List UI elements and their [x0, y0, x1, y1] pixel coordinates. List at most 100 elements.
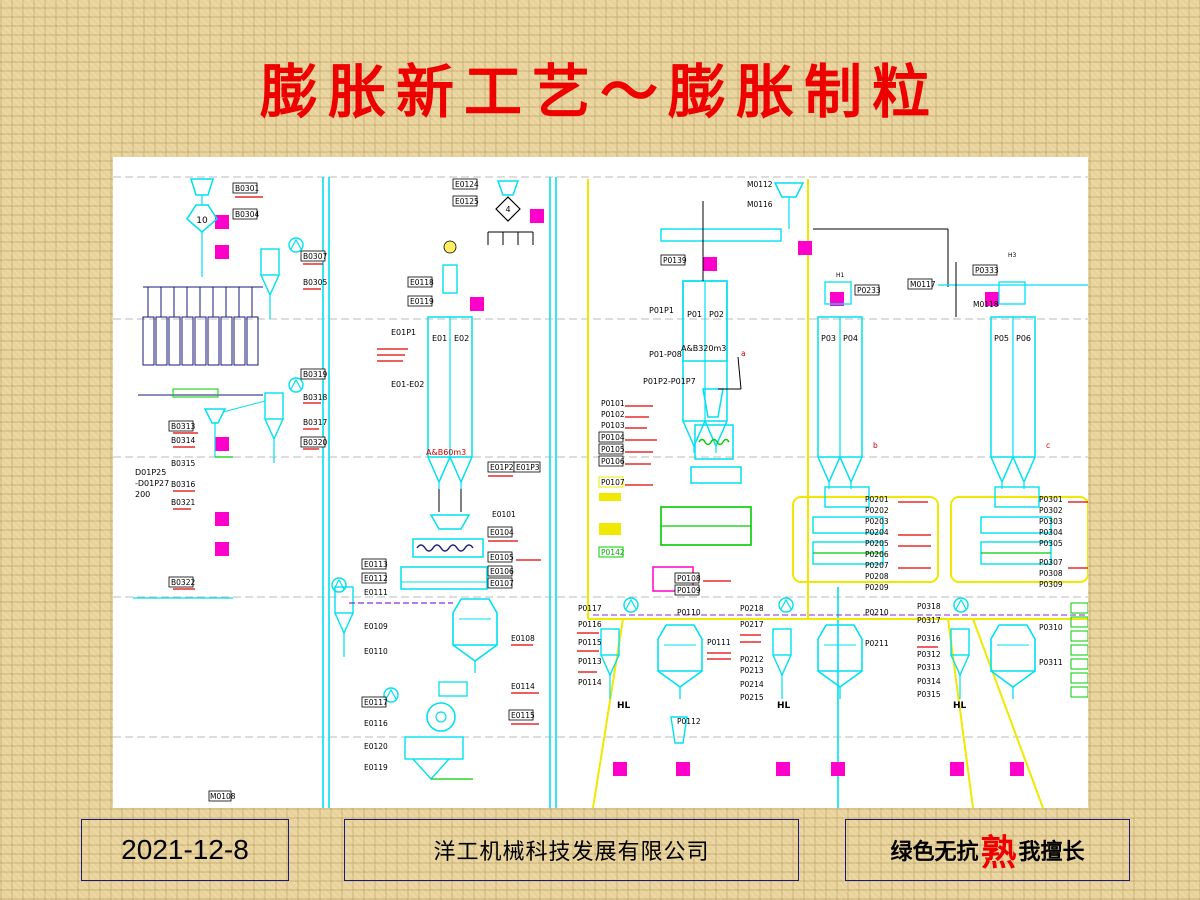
slogan-part-1: 绿色无抗 [890, 839, 979, 865]
magenta-markers [215, 209, 1024, 776]
tag-p0307: P0307 [1039, 558, 1063, 567]
tag-p0110: P0110 [677, 608, 701, 617]
tag-p0142: P0142 [601, 548, 625, 557]
tag-p0233: P0233 [857, 286, 881, 295]
tag-p0315: P0315 [917, 690, 941, 699]
tag-p0108: P0108 [677, 574, 701, 583]
tag-m0118: M0118 [973, 300, 999, 309]
tag-b0322: B0322 [171, 578, 195, 587]
tag-h1: H1 [836, 272, 845, 279]
footer-date: 2021-12-8 [81, 819, 289, 881]
tag-p03: P03 [821, 334, 836, 343]
tag-bin-10: 10 [196, 216, 208, 226]
tag-p0318: P0318 [917, 602, 941, 611]
tag-b0319: B0319 [303, 370, 327, 379]
tag-e0116: E0116 [364, 719, 388, 728]
tag-p0316: P0316 [917, 634, 941, 643]
tag-e0111: E0111 [364, 588, 388, 597]
tag-p0210: P0210 [865, 608, 889, 617]
tag-p0302: P0302 [1039, 506, 1063, 515]
tag-hl-3: HL [953, 701, 967, 711]
tag-mark-c: c [1046, 441, 1050, 450]
tag-p0308: P0308 [1039, 569, 1063, 578]
tag-p0105: P0105 [601, 445, 625, 454]
tag-e0125: E0125 [455, 197, 479, 206]
tag-e01-e02: E01-E02 [391, 380, 424, 389]
tag-e-bin-volume: A&B60m3 [426, 448, 466, 457]
tag-b0318: B0318 [303, 393, 327, 402]
tag-p0215: P0215 [740, 693, 764, 702]
section-left: 10 [133, 178, 327, 802]
tag-p0303: P0303 [1039, 517, 1063, 526]
tag-p0208: P0208 [865, 572, 889, 581]
tag-p02: P02 [709, 310, 724, 319]
tag-p0317: P0317 [917, 616, 941, 625]
tag-m0112: M0112 [747, 180, 773, 189]
tag-p0304: P0304 [1039, 528, 1063, 537]
tag-e0105: E0105 [490, 553, 514, 562]
tag-p0311: P0311 [1039, 658, 1063, 667]
tag-p0109: P0109 [677, 586, 701, 595]
tag-p0333: P0333 [975, 266, 999, 275]
tag-p0207: P0207 [865, 561, 889, 570]
footer-company: 洋工机械科技发展有限公司 [344, 819, 799, 881]
tag-p0310: P0310 [1039, 623, 1063, 632]
tag-p0113: P0113 [578, 657, 602, 666]
yellow-frame [587, 179, 1088, 808]
tag-e0112: E0112 [364, 574, 388, 583]
tag-p0312: P0312 [917, 650, 941, 659]
tag-p01p2-p01p7: P01P2-P01P7 [643, 377, 696, 386]
tag-b0301: B0301 [235, 184, 259, 193]
tag-p0305: P0305 [1039, 539, 1063, 548]
tag-p0204: P0204 [865, 528, 889, 537]
tag-e0120: E0120 [364, 742, 388, 751]
tag-p0205: P0205 [865, 539, 889, 548]
tag-e0115: E0115 [511, 711, 535, 720]
tag-bin-4: 4 [505, 205, 510, 214]
tag-p0313: P0313 [917, 663, 941, 672]
slogan-part-2: 我擅长 [1018, 839, 1085, 865]
footer-company-text: 洋工机械科技发展有限公司 [433, 840, 710, 865]
tag-e01: E01 [432, 334, 447, 343]
tag-d01p25: D01P25 [135, 468, 166, 477]
tag-e0113: E0113 [364, 560, 388, 569]
tag-p0211: P0211 [865, 639, 889, 648]
tag-p0101: P0101 [601, 399, 625, 408]
tag-p01: P01 [687, 310, 702, 319]
tag-b0316: B0316 [171, 480, 195, 489]
tag-m0108: M0108 [210, 792, 236, 801]
tag-p0139: P0139 [663, 256, 687, 265]
tag-p06: P06 [1016, 334, 1031, 343]
tag-p01-p08: P01-P08 [649, 350, 682, 359]
tag-e0109: E0109 [364, 622, 388, 631]
tag-b0320: B0320 [303, 438, 327, 447]
tag-p0203: P0203 [865, 517, 889, 526]
tag-p0111: P0111 [707, 638, 731, 647]
tag-mark-b: b [873, 441, 878, 450]
tag-p0212: P0212 [740, 655, 764, 664]
tag-mark-a: a [741, 349, 746, 358]
tag-b0305: B0305 [303, 278, 327, 287]
tag-p0209: P0209 [865, 583, 889, 592]
tag-b0321: B0321 [171, 498, 195, 507]
tag-e01p1: E01P1 [391, 328, 416, 337]
section-e-line: 4 A&B60m3 E0124 E0125 [331, 178, 541, 781]
tag-m0117: M0117 [910, 280, 936, 289]
tag-p0102: P0102 [601, 410, 625, 419]
tag-p0114: P0114 [578, 678, 602, 687]
tag-p0115: P0115 [578, 638, 602, 647]
tag-p0106: P0106 [601, 457, 625, 466]
tag-p04: P04 [843, 334, 858, 343]
tag-e0104: E0104 [490, 528, 514, 537]
tag-p0314: P0314 [917, 677, 941, 686]
slogan-highlight: 熟 [980, 832, 1017, 874]
tag-e0119-lower: E0119 [364, 763, 388, 772]
tag-b0315: B0315 [171, 459, 195, 468]
tag-p0117: P0117 [578, 604, 602, 613]
tag-e01p2: E01P2 [490, 463, 514, 472]
tag-b0313: B0313 [171, 422, 195, 431]
tag-h3: H3 [1008, 252, 1017, 259]
tag-d200: 200 [135, 490, 150, 499]
section-dividers [322, 177, 839, 808]
tag-p0116: P0116 [578, 620, 602, 629]
